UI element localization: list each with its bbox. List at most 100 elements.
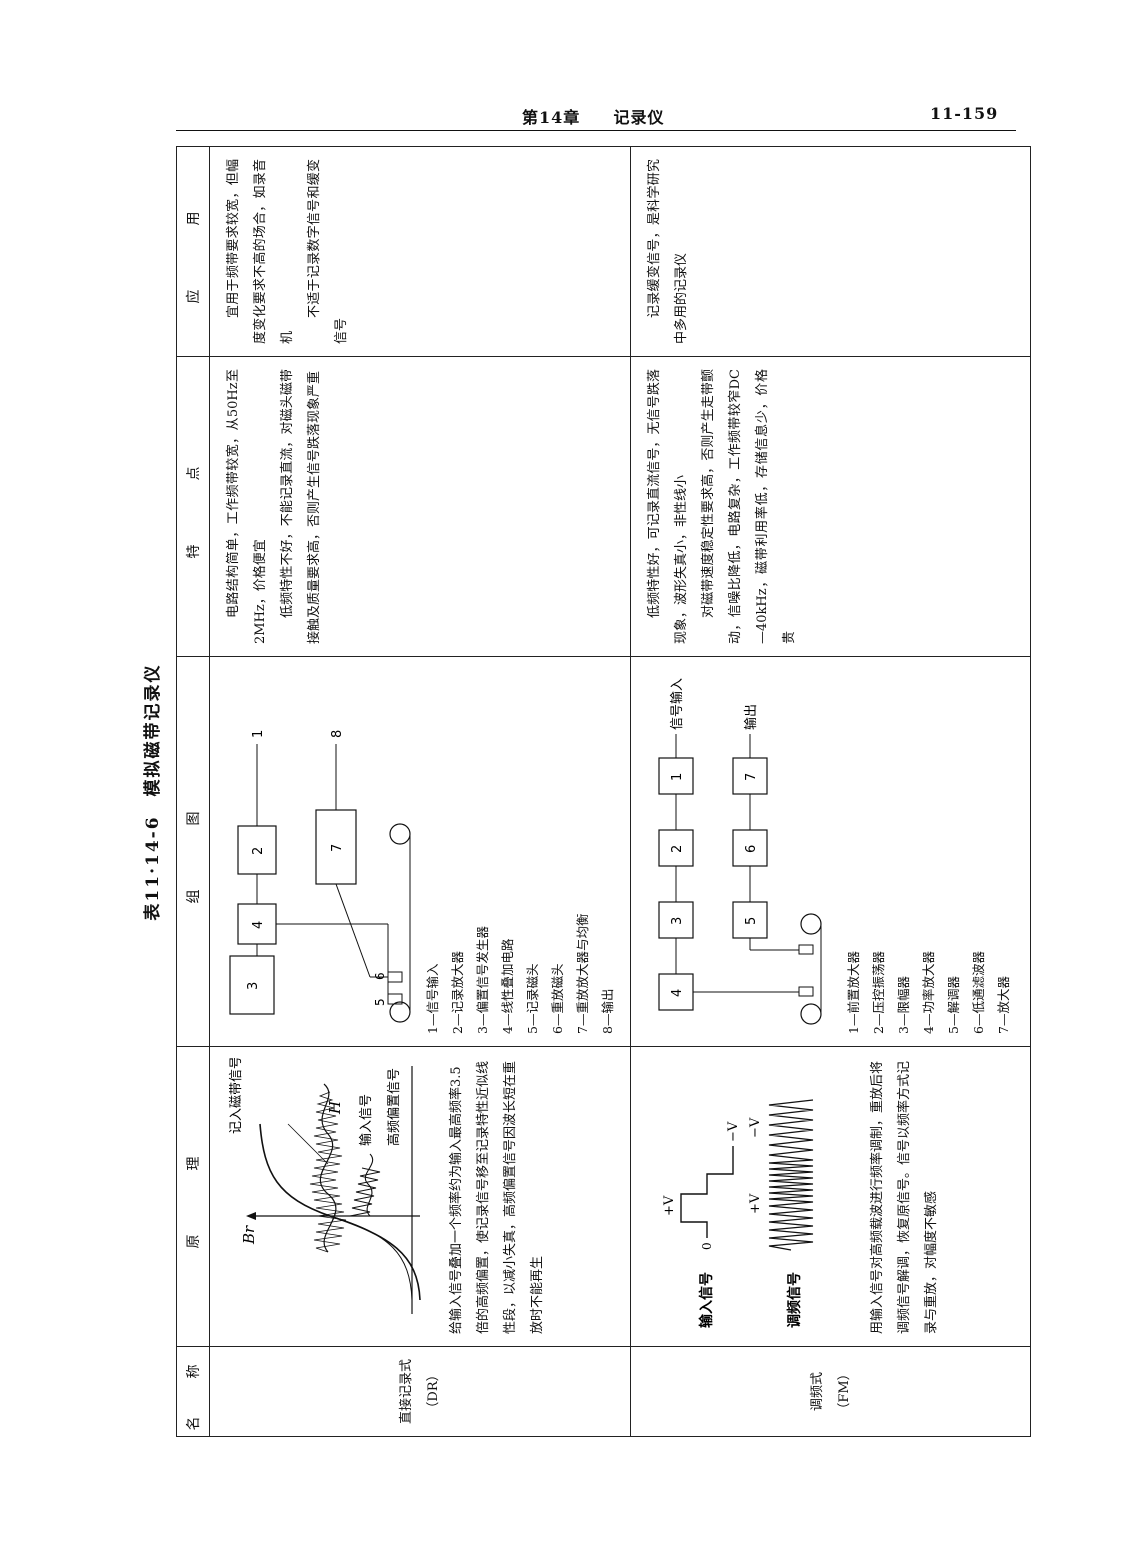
plus-v-label-1: +V [662, 1195, 677, 1216]
col-header-principle: 原 理 [176, 1046, 210, 1347]
page-number: 11-159 [930, 104, 999, 123]
features-cell-dr: 电路结构简单，工作频带较宽，从50Hz至2MHz，价格便宜 低频特性不好，不能记… [209, 356, 631, 657]
chapter-header: 第14章 记录仪 [522, 104, 664, 128]
record-head [798, 986, 814, 997]
playback-head [798, 944, 814, 955]
tape-reel-left [800, 1003, 822, 1025]
principle-cell-fm: 输入信号 0 +V −V 调频信号 +V −V 用输入信号对高频载波进行频率调制… [630, 1046, 1031, 1347]
tape-reel-left [389, 1001, 411, 1023]
legend-item: 2—压控振荡器 [871, 951, 886, 1034]
chapter-number: 第14章 [522, 108, 581, 127]
minus-v-label-2: −V [748, 1117, 763, 1138]
legend-item: 3—偏置信号发生器 [475, 926, 490, 1034]
table-rotated: 表11·14-6 模拟磁带记录仪 名 称 原 理 组 图 特 点 应 用 直接记… [143, 146, 1031, 1437]
recorded-signal-label: 记入磁带信号 [229, 1058, 244, 1134]
block-label-4: 4 [251, 921, 266, 929]
legend-item: 1—前置放大器 [846, 951, 861, 1034]
diagram-cell-dr: 5 6 3 4 2 7 [209, 656, 631, 1047]
tape-reel-right [389, 823, 411, 845]
col-header-diagram: 组 图 [176, 656, 210, 1047]
h-axis-label: H [326, 1100, 344, 1115]
legend-list-fm: 1—前置放大器 2—压控振荡器 3—限幅器 4—功率放大器 5—解调器 6—低通… [841, 669, 1016, 1034]
principle-text-fm: 用输入信号对高频载波进行频率调制，重放后将调频信号解调，恢复原信号。信号以频率方… [870, 1060, 939, 1334]
row-name-fm: 调频式 （FM） [630, 1346, 1031, 1437]
feature-paragraph: 低频特性好，可记录直流信号，无信号跌落现象，波形失真小，非性线小 [647, 369, 689, 644]
legend-item: 4—线性叠加电路 [500, 938, 515, 1034]
name-abbr: （DR） [426, 1368, 441, 1415]
fm-block-diagram: 4 3 2 1 5 6 7 [658, 678, 822, 1025]
col-header-features: 特 点 [176, 356, 210, 657]
br-axis-label: Br [240, 1225, 258, 1245]
block-label-5: 5 [744, 917, 759, 925]
io-label-8: 8 [330, 730, 345, 738]
block-label-4: 4 [670, 989, 685, 997]
block-label-7: 7 [330, 844, 345, 852]
block-3-bias-generator [229, 955, 275, 1015]
dr-block-diagram: 5 6 3 4 2 7 [229, 730, 411, 1023]
bias-signal-wave [349, 1167, 381, 1217]
input-signal-label: 输入信号 [358, 1094, 374, 1146]
legend-item: 6—低通滤波器 [971, 951, 986, 1034]
block-label-1: 1 [670, 773, 685, 781]
bias-signal-label: 高频偏置信号 [386, 1068, 402, 1146]
minus-v-label-1: −V [726, 1121, 741, 1142]
row-name-dr: 直接记录式 （DR） [209, 1346, 631, 1437]
input-signal-wave [364, 1153, 374, 1217]
table-row-fm: 调频式 （FM） 输入信号 0 +V −V 调频信号 +V [630, 146, 1031, 1437]
head-label-5: 5 [373, 998, 387, 1006]
header-rule [176, 130, 1016, 131]
magnetization-curve-figure: Br H 记入磁带信号 输入信号 高频偏置信号 [229, 1058, 421, 1314]
table-title: 表11·14-6 模拟磁带记录仪 [143, 663, 163, 921]
col-header-name: 名 称 [176, 1346, 210, 1437]
feature-paragraph: 对磁带速度稳定性要求高，否则产生走带颤动，信噪比降低，电路复杂，工作频带较窄DC… [701, 369, 797, 644]
principle-cell-dr: Br H 记入磁带信号 输入信号 高频偏置信号 [209, 1046, 631, 1347]
br-h-curve [259, 1123, 421, 1301]
legend-item: 8—输出 [600, 988, 615, 1034]
name-label: 直接记录式 [399, 1358, 414, 1424]
rotated-table-area: 表11·14-6 模拟磁带记录仪 名 称 原 理 组 图 特 点 应 用 直接记… [143, 146, 1031, 1437]
legend-item: 5—记录磁头 [525, 963, 540, 1034]
magnetic-tape-recorder-table: 名 称 原 理 组 图 特 点 应 用 直接记录式 （DR） [176, 146, 1031, 1437]
io-label-output: 输出 [743, 704, 759, 730]
application-paragraph: 不适于记录数字信号和缓变信号 [307, 159, 349, 344]
application-paragraph: 记录缓变信号，是科学研究中多用的记录仪 [647, 159, 689, 344]
io-label-1: 1 [251, 730, 266, 738]
fm-modulated-wave [768, 1099, 814, 1251]
input-square-wave [680, 1146, 734, 1238]
diagram-cell-fm: 4 3 2 1 5 6 7 [630, 656, 1031, 1047]
col-header-applications: 应 用 [176, 146, 210, 357]
legend-item: 3—限幅器 [896, 976, 911, 1034]
legend-item: 1—信号输入 [425, 963, 440, 1034]
legend-item: 5—解调器 [946, 976, 961, 1034]
block-label-3: 3 [670, 917, 685, 925]
tape-reel-right [800, 913, 822, 935]
playback-head [387, 971, 403, 983]
fm-signal-label: 调频信号 [786, 1272, 803, 1328]
block-label-2: 2 [670, 845, 685, 853]
fm-waveform-figure: 输入信号 0 +V −V 调频信号 +V −V [662, 1099, 814, 1328]
legend-item: 4—功率放大器 [921, 951, 936, 1034]
principle-text-dr: 给输入信号叠加一个频率约为输入最高频率3.5倍的高频偏置，使记录信号移至记录特性… [449, 1060, 545, 1334]
head-label-6: 6 [373, 972, 387, 980]
legend-item: 6—重放磁头 [550, 963, 565, 1034]
block-label-7: 7 [744, 773, 759, 781]
table-row-dr: 直接记录式 （DR） Br H [209, 146, 631, 1437]
name-abbr: （FM） [836, 1367, 852, 1416]
plus-v-label-2: +V [748, 1193, 763, 1214]
legend-item: 2—记录放大器 [450, 951, 465, 1034]
block-label-2: 2 [251, 847, 266, 855]
block-label-6: 6 [744, 845, 759, 853]
io-label-input: 信号输入 [669, 678, 685, 730]
application-paragraph: 宜用于频带要求较宽，但幅度变化要求不高的场合，如录音机 [226, 159, 295, 344]
feature-paragraph: 低频特性不好，不能记录直流，对磁头磁带接触及质量要求高，否则产生信号跌落现象严重 [280, 369, 322, 644]
chapter-title: 记录仪 [613, 108, 665, 127]
feature-paragraph: 电路结构简单，工作频带较宽，从50Hz至2MHz，价格便宜 [226, 369, 268, 644]
applications-cell-dr: 宜用于频带要求较宽，但幅度变化要求不高的场合，如录音机 不适于记录数字信号和缓变… [209, 146, 631, 357]
legend-list-dr: 1—信号输入 2—记录放大器 3—偏置信号发生器 4—线性叠加电路 5—记录磁头… [420, 669, 620, 1034]
legend-item: 7—重放放大器与均衡 [575, 913, 590, 1034]
zero-label: 0 [700, 1242, 714, 1250]
applications-cell-fm: 记录缓变信号，是科学研究中多用的记录仪 [630, 146, 1031, 357]
input-signal-label: 输入信号 [698, 1272, 715, 1328]
legend-item: 7—放大器 [996, 976, 1011, 1034]
header-row: 名 称 原 理 组 图 特 点 应 用 [176, 146, 210, 1437]
